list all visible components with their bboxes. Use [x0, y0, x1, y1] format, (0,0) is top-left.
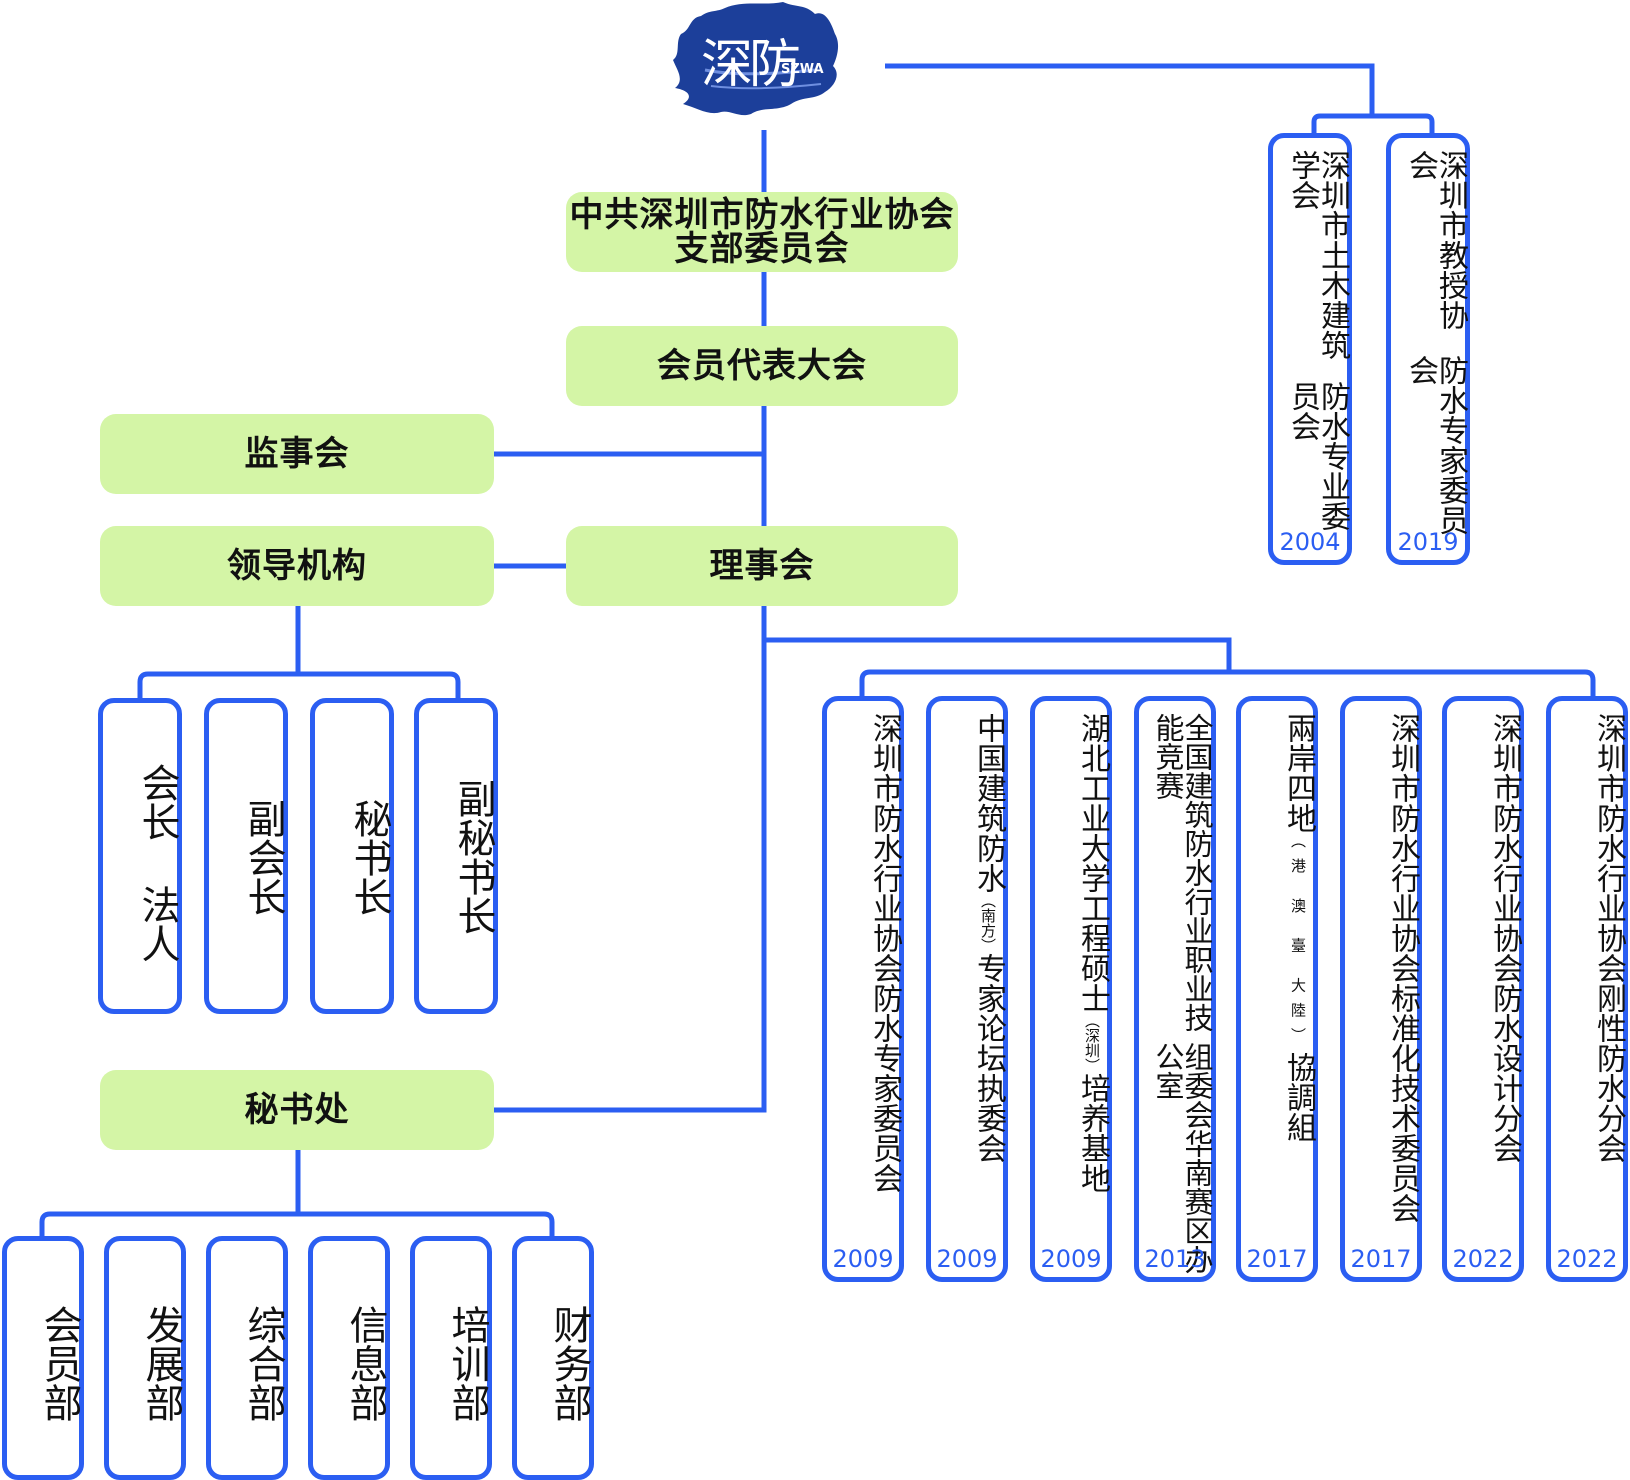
leader-box-vice-president: 副会长 [204, 698, 288, 1014]
branch-box: 深圳市防水行业协会标准化技术委员会 2017 [1340, 696, 1422, 1282]
department-box: 会员部 [2, 1236, 84, 1480]
branch-year: 2013 [1144, 1245, 1206, 1273]
council-secretariat-connector [494, 606, 767, 1113]
branches-bracket [859, 669, 1596, 696]
department-box: 信息部 [308, 1236, 390, 1480]
branch-text-before: 湖北工业大学工程硕士 [1075, 713, 1110, 1013]
leader-box-secretary-general: 秘书长 [310, 698, 394, 1014]
branch-box: 中国建筑防水（南方）专家论坛执委会 2009 [926, 696, 1008, 1282]
logo-splash-icon [673, 2, 839, 116]
leader-title: 副会长 [241, 799, 286, 916]
partner-text-right: 深圳市土木建筑学会 [1285, 150, 1350, 360]
party-branch-line2: 支部委员会 [674, 229, 850, 269]
branch-box: 深圳市防水行业协会防水设计分会 2022 [1442, 696, 1524, 1282]
branch-text-small: （港 澳 臺 大陸） [1289, 833, 1307, 1053]
branch-box: 深圳市防水行业协会刚性防水分会 2022 [1546, 696, 1628, 1282]
partner-year: 2019 [1397, 528, 1459, 556]
partner-box: 深圳市教授协会 防水专家委员会 2019 [1386, 133, 1470, 565]
leaders-bracket [137, 671, 461, 698]
department-label: 财务部 [547, 1305, 592, 1422]
branch-text: 深圳市防水行业协会刚性防水分会 [1591, 713, 1626, 1163]
branch-text: 中国建筑防水（南方）专家论坛执委会 [931, 713, 1006, 1163]
branch-text: 湖北工业大学工程硕士（深圳）培养基地 [1035, 713, 1110, 1193]
departments-bracket [39, 1211, 555, 1236]
department-label: 发展部 [139, 1305, 184, 1422]
leader-text: 会长 法人 [103, 763, 180, 963]
branch-text: 深圳市防水行业协会防水设计分会 [1487, 713, 1522, 1163]
branch-text-after: 培养基地 [1075, 1073, 1110, 1193]
department-label: 培训部 [445, 1305, 490, 1422]
branch-year: 2022 [1556, 1245, 1618, 1273]
partner-box: 深圳市土木建筑学会 防水专业委员会 2004 [1268, 133, 1352, 565]
supervisory-box: 监事会 [100, 414, 494, 494]
branch-year: 2022 [1452, 1245, 1514, 1273]
branch-year: 2009 [832, 1245, 894, 1273]
branch-text-part: 中国建筑防水（南方）专家论坛执委会 [931, 713, 1006, 1163]
party-branch-box: 中共深圳市防水行业协会 支部委员会 [566, 192, 958, 272]
logo-text: 深防 [701, 35, 801, 95]
department-label: 综合部 [241, 1305, 286, 1422]
department-label: 会员部 [37, 1305, 82, 1422]
leader-title: 秘书长 [347, 799, 392, 916]
leadership-box: 领导机构 [100, 526, 494, 606]
branch-year: 2017 [1246, 1245, 1308, 1273]
leader-title: 会长 [135, 763, 180, 841]
party-branch-line1: 中共深圳市防水行业协会 [569, 195, 955, 235]
department-box: 财务部 [512, 1236, 594, 1480]
partner-year: 2004 [1279, 528, 1341, 556]
branch-text-right: 全国建筑防水行业职业技能竞赛 [1151, 713, 1214, 1032]
department-box: 培训部 [410, 1236, 492, 1480]
partner-text-left: 防水专家委员会 [1403, 355, 1468, 535]
partner-text-right: 深圳市教授协会 [1403, 150, 1468, 330]
branch-text-left: 组委会华南赛区办公室 [1151, 1042, 1214, 1274]
branch-text: 兩岸四地（港 澳 臺 大陸）協調組 [1241, 713, 1316, 1143]
branch-text-before: 中国建筑防水 [971, 713, 1006, 893]
logo-subtext: SZWA [781, 62, 824, 77]
leader-title: 副秘书长 [451, 779, 496, 935]
leader-box-deputy-secretary: 副秘书长 [414, 698, 498, 1014]
branch-year: 2009 [1040, 1245, 1102, 1273]
leader-role: 法人 [135, 885, 180, 963]
branch-year: 2017 [1350, 1245, 1412, 1273]
branch-text-after: 专家论坛执委会 [971, 953, 1006, 1163]
branch-text-small: （深圳） [1083, 1013, 1101, 1073]
department-label: 信息部 [343, 1305, 388, 1422]
leader-box-president: 会长 法人 [98, 698, 182, 1014]
partner-bracket [1311, 113, 1435, 133]
branch-box: 全国建筑防水行业职业技能竞赛 组委会华南赛区办公室 2013 [1134, 696, 1216, 1282]
branch-text: 深圳市防水行业协会防水专家委员会 [867, 713, 902, 1193]
department-box: 综合部 [206, 1236, 288, 1480]
partner-text: 深圳市教授协会 防水专家委员会 [1391, 150, 1468, 560]
branch-box: 深圳市防水行业协会防水专家委员会 2009 [822, 696, 904, 1282]
branch-text-before: 兩岸四地 [1281, 713, 1316, 833]
branch-text: 全国建筑防水行业职业技能竞赛 组委会华南赛区办公室 [1139, 713, 1214, 1277]
branch-year: 2009 [936, 1245, 998, 1273]
branch-box: 湖北工业大学工程硕士（深圳）培养基地 2009 [1030, 696, 1112, 1282]
branches-connector [764, 637, 1232, 670]
branch-text-small: （南方） [979, 893, 997, 953]
partner-text: 深圳市土木建筑学会 防水专业委员会 [1273, 150, 1350, 560]
partner-text-left: 防水专业委员会 [1285, 380, 1350, 531]
logo-partner-connector [885, 63, 1375, 115]
szwa-logo: 深防 SZWA [665, 0, 885, 128]
branch-text-after: 協調組 [1281, 1052, 1316, 1143]
department-box: 发展部 [104, 1236, 186, 1480]
branch-box: 兩岸四地（港 澳 臺 大陸）協調組 2017 [1236, 696, 1318, 1282]
branch-text: 深圳市防水行业协会标准化技术委员会 [1385, 713, 1420, 1223]
council-box: 理事会 [566, 526, 958, 606]
secretariat-box: 秘书处 [100, 1070, 494, 1150]
congress-box: 会员代表大会 [566, 326, 958, 406]
branch-text-part: 兩岸四地（港 澳 臺 大陸）協調組 [1241, 713, 1316, 1143]
branch-text-part: 湖北工业大学工程硕士（深圳）培养基地 [1035, 713, 1110, 1193]
